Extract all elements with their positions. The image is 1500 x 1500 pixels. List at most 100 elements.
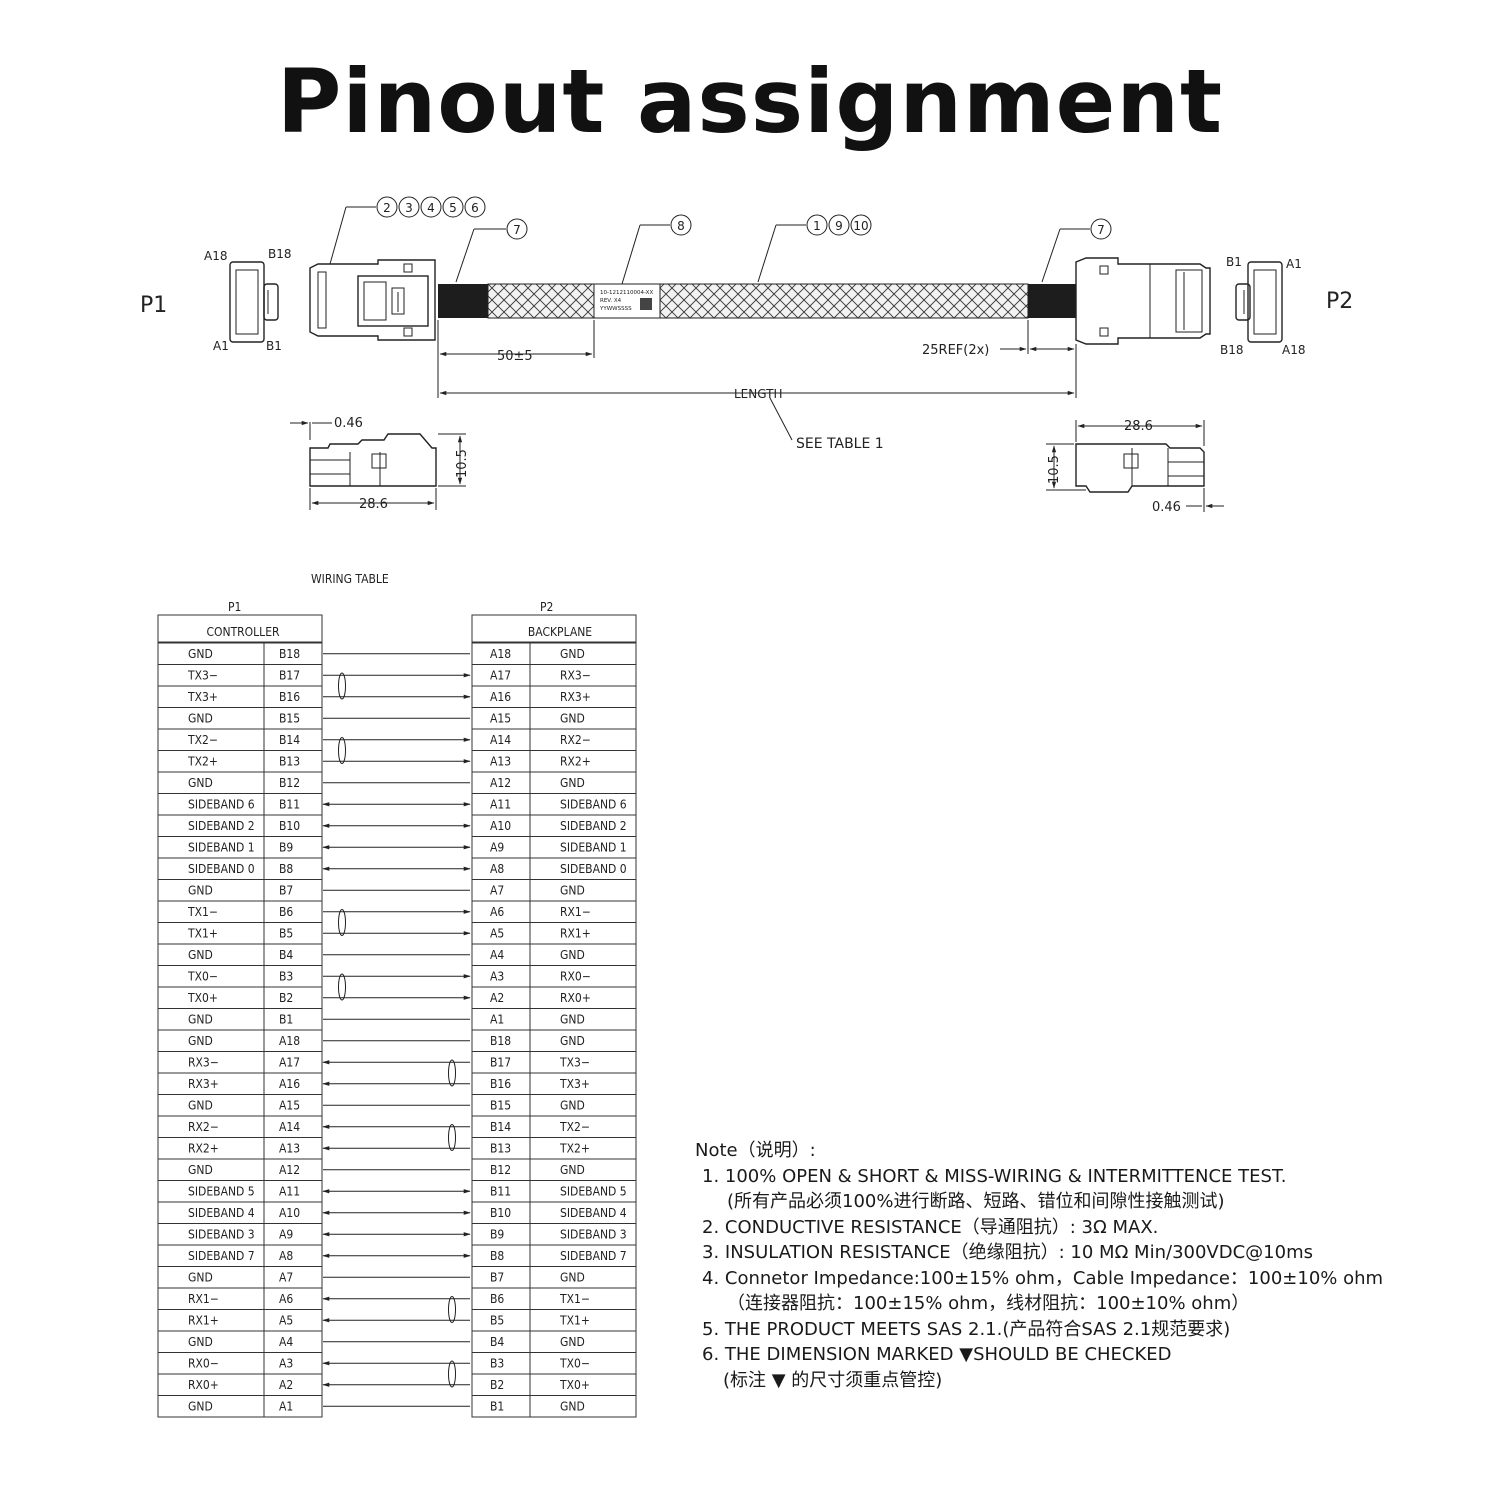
balloon-1: 1 [813, 219, 821, 233]
p2-pin: A11 [490, 797, 511, 811]
p2-pin: A8 [490, 862, 504, 876]
p2-signal: RX1+ [560, 926, 591, 940]
p1-pin: B13 [279, 754, 300, 768]
dim-label-distance-text: 50±5 [497, 349, 533, 364]
p1-pin: B3 [279, 969, 293, 983]
p1-signal: GND [188, 1399, 213, 1413]
wiring-table-title: WIRING TABLE [311, 572, 389, 586]
p2-pin: A15 [490, 711, 511, 725]
p2-signal: GND [560, 1335, 585, 1349]
p2-pin: B11 [490, 1184, 511, 1198]
see-table-note: SEE TABLE 1 [796, 436, 884, 452]
p1-pin: A12 [279, 1163, 300, 1177]
callout-right-boot: 7 [1041, 218, 1112, 283]
p2-pin: B4 [490, 1335, 504, 1349]
p2-pin: B6 [490, 1292, 504, 1306]
p2-signal: SIDEBAND 6 [560, 797, 627, 811]
p2-pin: A1 [490, 1012, 504, 1026]
p1-signal: GND [188, 948, 213, 962]
p1-signal: RX0− [188, 1356, 219, 1370]
p1-signal: SIDEBAND 3 [188, 1227, 255, 1241]
p2-signal: RX3+ [560, 690, 591, 704]
p1-signal: GND [188, 1163, 213, 1177]
p1-signal: GND [188, 647, 213, 661]
p2-signal: GND [560, 948, 585, 962]
p1-pin: B6 [279, 905, 293, 919]
balloon-6: 6 [471, 201, 479, 215]
p1-pin: A6 [279, 1292, 293, 1306]
p1-table-header: P1 [228, 600, 241, 614]
p2-pin: B7 [490, 1270, 504, 1284]
p2-pin: A6 [490, 905, 504, 919]
p2-signal: GND [560, 1270, 585, 1284]
note-2: 2. CONDUCTIVE RESISTANCE（导通阻抗）: 3Ω MAX. [702, 1216, 1159, 1238]
balloon-5: 5 [449, 201, 457, 215]
p2-pin: A14 [490, 733, 511, 747]
cable-body [438, 283, 1076, 319]
balloon-10: 10 [853, 219, 868, 233]
twisted-pair-marker [448, 1059, 456, 1087]
p1-signal: TX2+ [187, 754, 218, 768]
p1-signal: TX0+ [187, 991, 218, 1005]
p2-pin: A7 [490, 883, 504, 897]
p2-signal: RX0+ [560, 991, 591, 1005]
twisted-pair-marker [338, 909, 346, 936]
right-thickness-text: 0.46 [1152, 500, 1181, 515]
note-1-cn: (所有产品必须100%进行断路、短路、错位和间隙性接触测试) [727, 1191, 1225, 1212]
p2-pin: A4 [490, 948, 504, 962]
p2-signal: RX0− [560, 969, 591, 983]
p1-pin: B18 [279, 647, 300, 661]
p1-pin: B14 [279, 733, 300, 747]
right-height-text: 10.5 [1047, 455, 1062, 484]
p2-signal: SIDEBAND 1 [560, 840, 627, 854]
p1-pin: B15 [279, 711, 300, 725]
p2-signal: GND [560, 1098, 585, 1112]
p1-pin: A1 [279, 1399, 293, 1413]
note-5: 5. THE PRODUCT MEETS SAS 2.1.(产品符合SAS 2.… [702, 1318, 1231, 1340]
twisted-pair-marker [338, 973, 346, 1001]
p2-pin-top-right: A1 [1286, 257, 1302, 271]
p1-pin: B17 [279, 668, 300, 682]
note-4: 4. Connetor Impedance:100±15% ohm，Cable … [702, 1267, 1384, 1289]
p1-signal: GND [188, 711, 213, 725]
left-thickness-text: 0.46 [334, 416, 363, 431]
p2-pin: A3 [490, 969, 504, 983]
p2-pin: B15 [490, 1098, 511, 1112]
p2-signal: GND [560, 776, 585, 790]
p2-signal: SIDEBAND 0 [560, 862, 627, 876]
qr-code [640, 298, 652, 310]
p1-signal: GND [188, 1098, 213, 1112]
p2-signal: RX1− [560, 905, 591, 919]
callout-label: 8 [621, 214, 692, 285]
p1-pin: A5 [279, 1313, 293, 1327]
p2-pin: B16 [490, 1077, 511, 1091]
p1-signal: RX1+ [188, 1313, 219, 1327]
p2-signal: TX3− [559, 1055, 590, 1069]
p1-pin: A9 [279, 1227, 293, 1241]
p1-pin-top-left: A18 [204, 249, 227, 263]
p1-pin: B2 [279, 991, 293, 1005]
p2-pin: B9 [490, 1227, 504, 1241]
p1-signal: TX3+ [187, 690, 218, 704]
callout-left-boot: 7 [455, 218, 528, 283]
p1-signal: TX0− [187, 969, 218, 983]
p1-pin: A8 [279, 1249, 293, 1263]
p1-pin: A16 [279, 1077, 300, 1091]
p1-pin: A18 [279, 1034, 300, 1048]
p1-pin: B9 [279, 840, 293, 854]
dim-length [439, 390, 1075, 441]
p1-pin: B1 [279, 1012, 293, 1026]
p2-table-header: P2 [540, 600, 553, 614]
cable-label-line-1: 10-1212110004-XX [600, 290, 653, 296]
p1-pin: A17 [279, 1055, 300, 1069]
p2-signal: RX2− [560, 733, 591, 747]
